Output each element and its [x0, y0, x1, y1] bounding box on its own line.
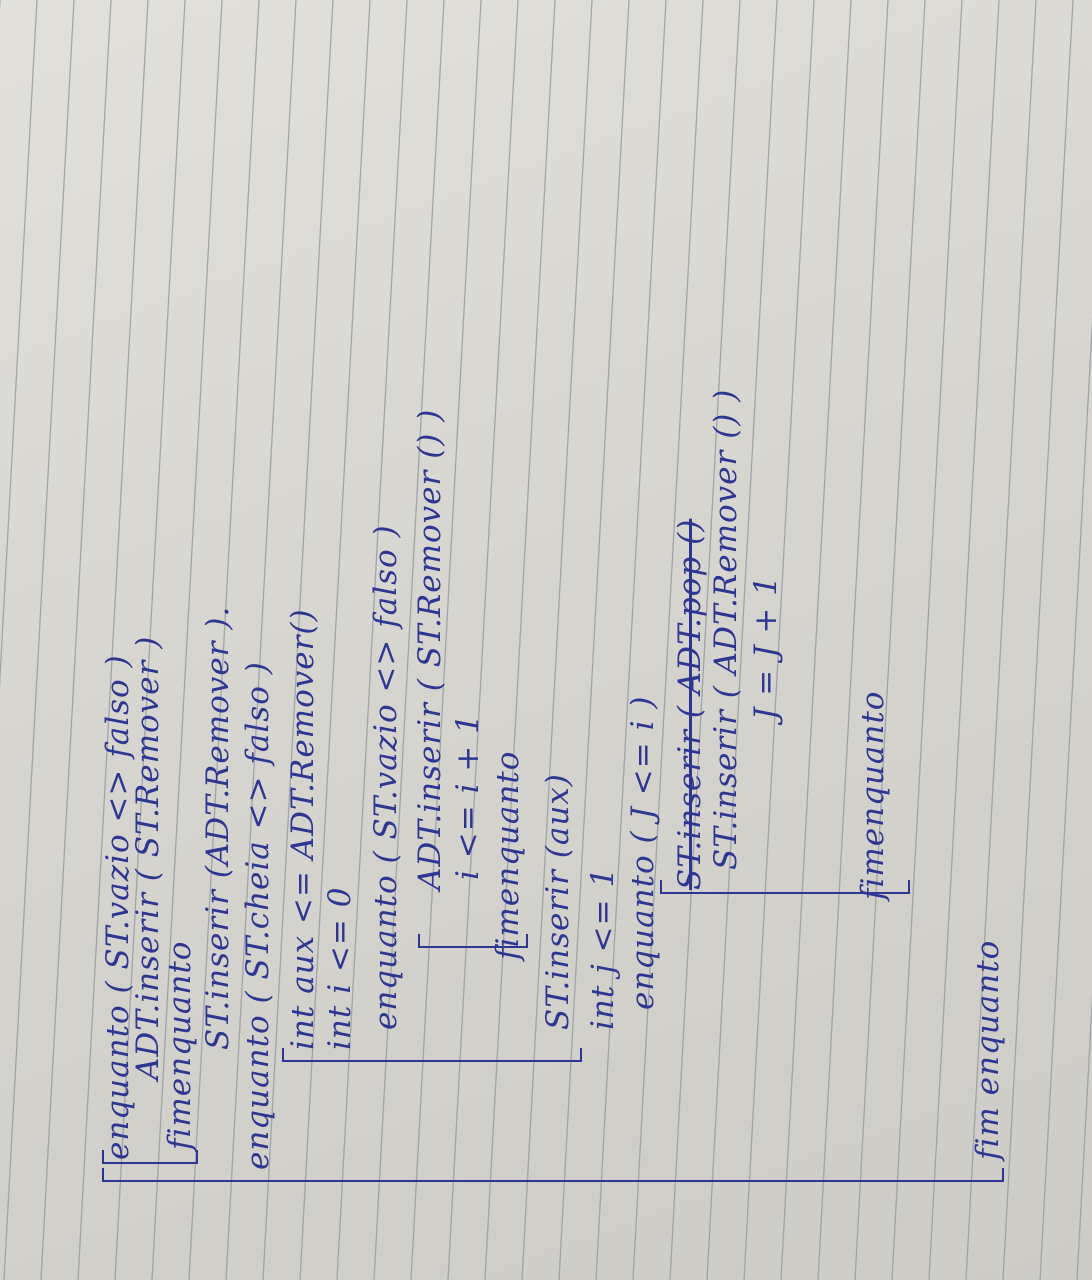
ruled-line [706, 0, 778, 1280]
outer-loop-bracket [102, 1180, 1004, 1182]
code-line-7: int i <= 0 [322, 886, 358, 1051]
code-line-11: fimenquanto [490, 750, 526, 960]
ruled-line [891, 0, 963, 1280]
ruled-line [743, 0, 815, 1280]
code-line-2: ADT.inserir ( ST.Remover ) [130, 635, 166, 1080]
ruled-line [1002, 0, 1074, 1280]
code-line-18: fimenquanto [855, 690, 891, 900]
code-line-15: ST.inserir ( ADT.pop () [672, 518, 708, 890]
ruled-line [854, 0, 926, 1280]
code-line-19: fim enquanto [970, 939, 1006, 1160]
ruled-line [373, 0, 445, 1280]
code-line-17: J = J + 1 [748, 575, 784, 720]
ruled-line [521, 0, 593, 1280]
ruled-line [336, 0, 408, 1280]
ruled-line [669, 0, 741, 1280]
ruled-line [114, 0, 186, 1280]
ruled-line [151, 0, 223, 1280]
ruled-line [262, 0, 334, 1280]
ruled-line [225, 0, 297, 1280]
code-line-14: enquanto ( J <= i ) [625, 695, 661, 1010]
second-loop-bracket [282, 1060, 582, 1062]
ruled-line [3, 0, 75, 1280]
ruled-line [447, 0, 519, 1280]
ruled-line [595, 0, 667, 1280]
code-line-9: ADT.inserir ( ST.Remover () ) [412, 408, 448, 890]
handwritten-code: enquanto ( ST.vazio <> falso ) ADT.inser… [100, 130, 1030, 1190]
ruled-line [1076, 993, 1092, 1280]
ruled-line [632, 0, 704, 1280]
ruled-line [484, 0, 556, 1280]
ruled-line [928, 0, 1000, 1280]
code-line-3: fimenquanto [162, 940, 198, 1150]
ruled-line [817, 0, 889, 1280]
ruled-line [299, 0, 371, 1280]
ruled-line [965, 0, 1037, 1280]
ruled-line [40, 0, 112, 1280]
code-line-10: i <= i + 1 [450, 713, 486, 880]
code-line-5: enquanto ( ST.cheia <> falso ) [240, 661, 276, 1170]
ruled-line [410, 0, 482, 1280]
code-line-8: enquanto ( ST.vazio <> falso ) [368, 524, 404, 1030]
code-line-16: ST.inserir ( ADT.Remover () ) [708, 388, 744, 870]
code-line-6: int aux <= ADT.Remover() [285, 608, 321, 1050]
code-line-4: ST.inserir (ADT.Remover ). [200, 605, 236, 1050]
ruled-line [558, 0, 630, 1280]
ruled-line [188, 0, 260, 1280]
code-line-13: int j <= 1 [585, 866, 621, 1030]
ruled-line [780, 0, 852, 1280]
ruled-line [77, 0, 149, 1280]
first-loop-bracket [102, 1162, 198, 1164]
ruled-line [0, 0, 38, 689]
ruled-line [1039, 317, 1092, 1280]
code-line-12: ST.inserir (aux) [540, 773, 576, 1030]
